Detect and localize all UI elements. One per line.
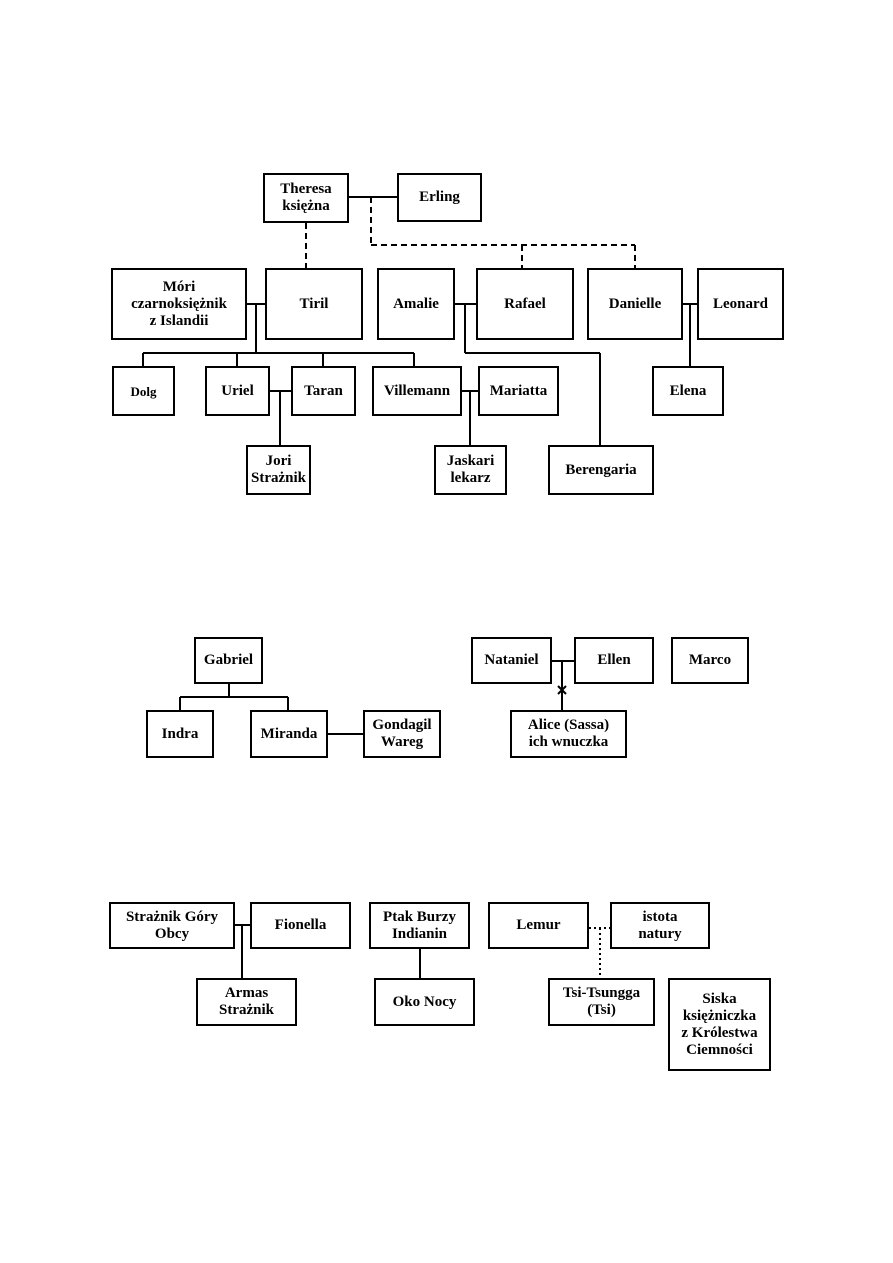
- node-berengaria: Berengaria: [548, 445, 654, 495]
- node-label: Alice (Sassa) ich wnuczka: [527, 717, 610, 750]
- node-label: Erling: [419, 189, 460, 205]
- node-theresa: Theresa księżna: [263, 173, 349, 223]
- node-label: Theresa księżna: [280, 181, 332, 214]
- node-label: Rafael: [504, 295, 546, 312]
- node-oko-nocy: Oko Nocy: [374, 978, 475, 1026]
- node-label: istota natury: [638, 908, 682, 942]
- node-label: Taran: [304, 382, 343, 399]
- node-gabriel: Gabriel: [194, 637, 263, 684]
- node-label: Ptak Burzy Indianin: [383, 908, 456, 942]
- node-alice: Alice (Sassa) ich wnuczka: [510, 710, 627, 758]
- node-label: Gabriel: [203, 652, 254, 668]
- node-tiril: Tiril: [265, 268, 363, 340]
- node-label: Strażnik Góry Obcy: [125, 908, 219, 942]
- node-ptak-burzy: Ptak Burzy Indianin: [369, 902, 470, 949]
- node-dolg: Dolg: [112, 366, 175, 416]
- node-label: Danielle: [608, 295, 662, 312]
- node-erling: Erling: [397, 173, 482, 222]
- node-label: Tiril: [299, 295, 329, 312]
- node-mariatta: Mariatta: [478, 366, 559, 416]
- node-jaskari: Jaskari lekarz: [434, 445, 507, 495]
- node-label: Uriel: [221, 382, 254, 399]
- node-label: Berengaria: [565, 461, 637, 478]
- node-label: Armas Strażnik: [218, 985, 274, 1018]
- node-miranda: Miranda: [250, 710, 328, 758]
- node-straznik-gory: Strażnik Góry Obcy: [109, 902, 235, 949]
- node-label: Nataniel: [484, 652, 539, 668]
- node-mori: Móri czarnoksiężnik z Islandii: [111, 268, 247, 340]
- node-label: Mariatta: [489, 382, 548, 399]
- node-marco: Marco: [671, 637, 749, 684]
- node-label: Marco: [688, 652, 732, 668]
- node-armas: Armas Strażnik: [196, 978, 297, 1026]
- node-label: Móri czarnoksiężnik z Islandii: [131, 278, 227, 329]
- node-lemur: Lemur: [488, 902, 589, 949]
- node-elena: Elena: [652, 366, 724, 416]
- node-label: Villemann: [383, 382, 451, 399]
- node-danielle: Danielle: [587, 268, 683, 340]
- node-label: Indra: [161, 725, 199, 742]
- node-label: Tsi-Tsungga (Tsi): [562, 985, 641, 1018]
- node-istota: istota natury: [610, 902, 710, 949]
- node-taran: Taran: [291, 366, 356, 416]
- node-label: Ellen: [597, 652, 631, 668]
- node-uriel: Uriel: [205, 366, 270, 416]
- node-ellen: Ellen: [574, 637, 654, 684]
- node-label: Jori Strażnik: [250, 453, 306, 486]
- cross-mark: [557, 685, 567, 695]
- node-fionella: Fionella: [250, 902, 351, 949]
- node-label: Dolg: [130, 383, 157, 399]
- node-label: Amalie: [393, 295, 439, 312]
- node-label: Fionella: [274, 917, 327, 933]
- node-label: Siska księżniczka z Królestwa Ciemności: [681, 990, 758, 1058]
- node-nataniel: Nataniel: [471, 637, 552, 684]
- node-jori: Jori Strażnik: [246, 445, 311, 495]
- node-label: Oko Nocy: [392, 993, 457, 1010]
- node-amalie: Amalie: [377, 268, 455, 340]
- node-label: Elena: [669, 382, 707, 399]
- node-gondagil: Gondagil Wareg: [363, 710, 441, 758]
- node-villemann: Villemann: [372, 366, 462, 416]
- node-siska: Siska księżniczka z Królestwa Ciemności: [668, 978, 771, 1071]
- node-rafael: Rafael: [476, 268, 574, 340]
- node-label: Lemur: [516, 917, 561, 933]
- node-label: Jaskari lekarz: [446, 453, 495, 486]
- node-tsi: Tsi-Tsungga (Tsi): [548, 978, 655, 1026]
- node-leonard: Leonard: [697, 268, 784, 340]
- node-label: Gondagil Wareg: [372, 717, 432, 750]
- node-label: Leonard: [712, 295, 768, 312]
- node-indra: Indra: [146, 710, 214, 758]
- node-label: Miranda: [260, 725, 318, 742]
